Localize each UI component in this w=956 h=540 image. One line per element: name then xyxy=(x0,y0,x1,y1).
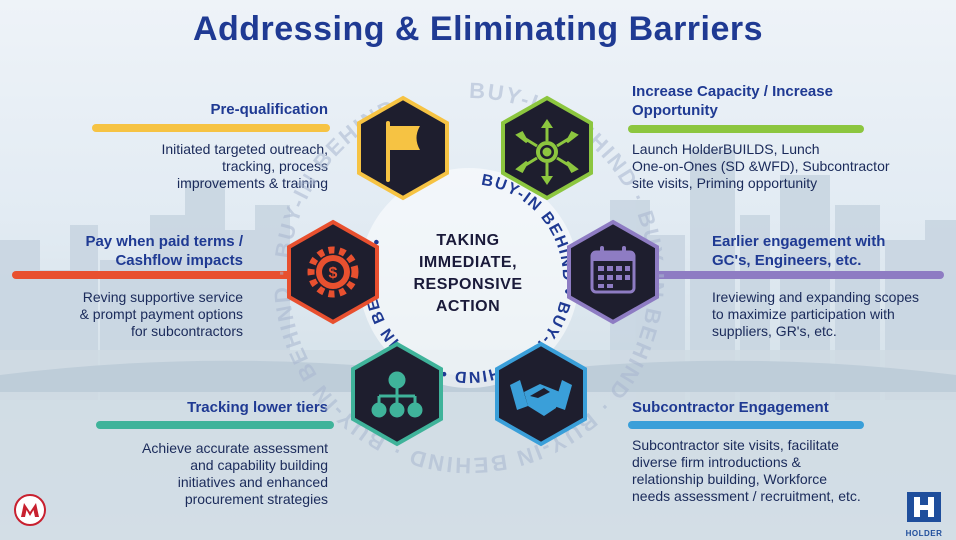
pay-when-paid-bar xyxy=(12,271,324,279)
text-line: Ireviewing and expanding scopes xyxy=(712,289,920,305)
text-line: to maximize participation with xyxy=(712,306,895,322)
text-line: site visits, Priming opportunity xyxy=(632,175,818,191)
tracking-lower-tiers-text: Achieve accurate assessment and capabili… xyxy=(60,440,328,508)
handshake-icon xyxy=(510,380,572,416)
prequalification-text: Initiated targeted outreach, tracking, p… xyxy=(60,141,328,192)
heading-line: Pay when paid terms / xyxy=(85,233,243,250)
prequalification-heading: Pre-qualification xyxy=(210,101,328,118)
center-line: ACTION xyxy=(435,298,501,315)
text-line: Launch HolderBUILDS, Lunch xyxy=(632,141,820,157)
m-logo xyxy=(14,494,46,526)
earlier-engagement-bar xyxy=(628,271,944,279)
text-line: Reving supportive service xyxy=(82,289,243,305)
subcontractor-engagement-heading: Subcontractor Engagement xyxy=(632,399,829,416)
text-line: tracking, process xyxy=(222,158,328,174)
text-line: procurement strategies xyxy=(184,491,328,507)
text-line: diverse firm introductions & xyxy=(632,454,801,470)
text-line: and capability building xyxy=(190,457,328,473)
hexagon-subcontractor-engagement xyxy=(495,341,587,447)
heading-line: Earlier engagement with xyxy=(712,233,886,250)
text-line: initiatives and enhanced xyxy=(177,474,328,490)
svg-text:$: $ xyxy=(329,265,338,282)
earlier-engagement-heading: Earlier engagement with GC's, Engineers,… xyxy=(712,232,952,270)
text-line: One-on-Ones (SD &WFD), Subcontractor xyxy=(632,158,890,174)
center-line: IMMEDIATE, xyxy=(418,254,518,271)
hexagon-tracking-lower-tiers xyxy=(351,341,443,447)
heading-line: Increase Capacity / Increase xyxy=(632,83,833,100)
hexagon-prequalification xyxy=(357,95,449,201)
heading-line: Opportunity xyxy=(632,102,718,119)
expand-arrows-icon xyxy=(515,119,579,185)
text-line: suppliers, GR's, etc. xyxy=(712,323,837,339)
tracking-lower-tiers-heading: Tracking lower tiers xyxy=(187,399,328,416)
text-line: & prompt payment options xyxy=(79,306,243,322)
increase-capacity-text: Launch HolderBUILDS, Lunch One-on-Ones (… xyxy=(632,141,942,192)
increase-capacity-heading: Increase Capacity / Increase Opportunity xyxy=(632,82,932,120)
text-line: Initiated targeted outreach, xyxy=(161,141,328,157)
pay-when-paid-text: Reving supportive service & prompt payme… xyxy=(10,289,243,340)
increase-capacity-bar xyxy=(628,125,864,133)
flag-icon xyxy=(386,121,420,182)
calendar-icon xyxy=(590,246,636,294)
holder-h-mark xyxy=(907,492,941,522)
center-line: RESPONSIVE xyxy=(413,276,523,293)
subcontractor-engagement-text: Subcontractor site visits, facilitate di… xyxy=(632,437,932,505)
hexagon-shape xyxy=(567,219,659,325)
center-label: TAKING IMMEDIATE, RESPONSIVE ACTION xyxy=(398,230,538,318)
hexagon-pay-when-paid: $ xyxy=(287,219,379,325)
text-line: needs assessment / recruitment, etc. xyxy=(632,488,861,504)
earlier-engagement-text: Ireviewing and expanding scopes to maxim… xyxy=(712,289,952,340)
text-line: Achieve accurate assessment xyxy=(142,440,328,456)
dollar-gear-icon: $ xyxy=(307,246,359,298)
text-line: relationship building, Workforce xyxy=(632,471,828,487)
page-title: Addressing & Eliminating Barriers xyxy=(192,10,764,48)
center-line: TAKING xyxy=(436,232,500,249)
text-line: Subcontractor site visits, facilitate xyxy=(632,437,839,453)
hierarchy-icon xyxy=(371,371,423,418)
hexagon-earlier-engagement xyxy=(567,219,659,325)
text-line: for subcontractors xyxy=(130,323,243,339)
subcontractor-engagement-bar xyxy=(628,421,864,429)
hexagon-increase-capacity xyxy=(501,95,593,201)
text-line: improvements & training xyxy=(177,175,328,191)
heading-line: Cashflow impacts xyxy=(115,252,243,269)
holder-wordmark: HOLDER xyxy=(905,529,943,538)
heading-line: GC's, Engineers, etc. xyxy=(712,252,862,269)
center-circle xyxy=(359,168,579,388)
tracking-lower-tiers-bar xyxy=(96,421,334,429)
pay-when-paid-heading: Pay when paid terms / Cashflow impacts xyxy=(10,232,243,270)
prequalification-bar xyxy=(92,124,330,132)
holder-logo: HOLDER xyxy=(905,490,943,538)
